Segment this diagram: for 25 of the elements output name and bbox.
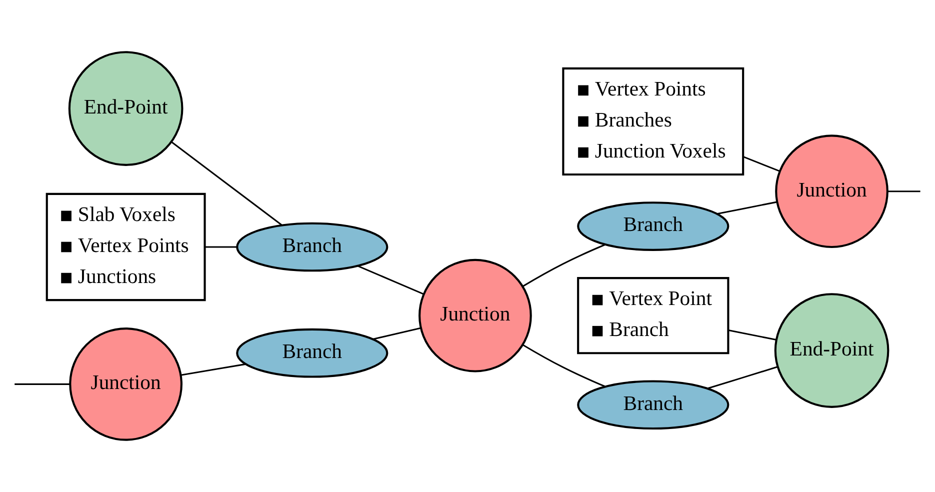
node-circle: Junction [418,258,532,372]
connector [743,156,780,172]
connector [171,141,282,226]
node-ellipse: Branch [577,202,730,251]
connector [357,265,424,295]
connector [205,246,237,248]
node-box: Slab Voxels Vertex Points Junctions [46,192,206,302]
connector [728,330,776,341]
node-ellipse: Branch [236,222,388,272]
connector [717,201,777,215]
node-box: Vertex Points Branches Junction Voxels [562,67,744,176]
connector [180,363,246,376]
connector [14,383,70,385]
node-box: Vertex Point Branch [577,277,730,354]
connector [522,244,606,288]
node-circle: End-Point [68,51,184,166]
node-circle: End-Point [774,293,890,408]
connector [373,327,421,340]
node-ellipse: Branch [577,380,730,430]
node-ellipse: Branch [236,328,388,378]
node-circle: Junction [69,327,182,441]
connector [522,344,606,388]
connector [708,366,778,390]
node-circle: Junction [775,134,888,248]
connector [887,190,920,192]
